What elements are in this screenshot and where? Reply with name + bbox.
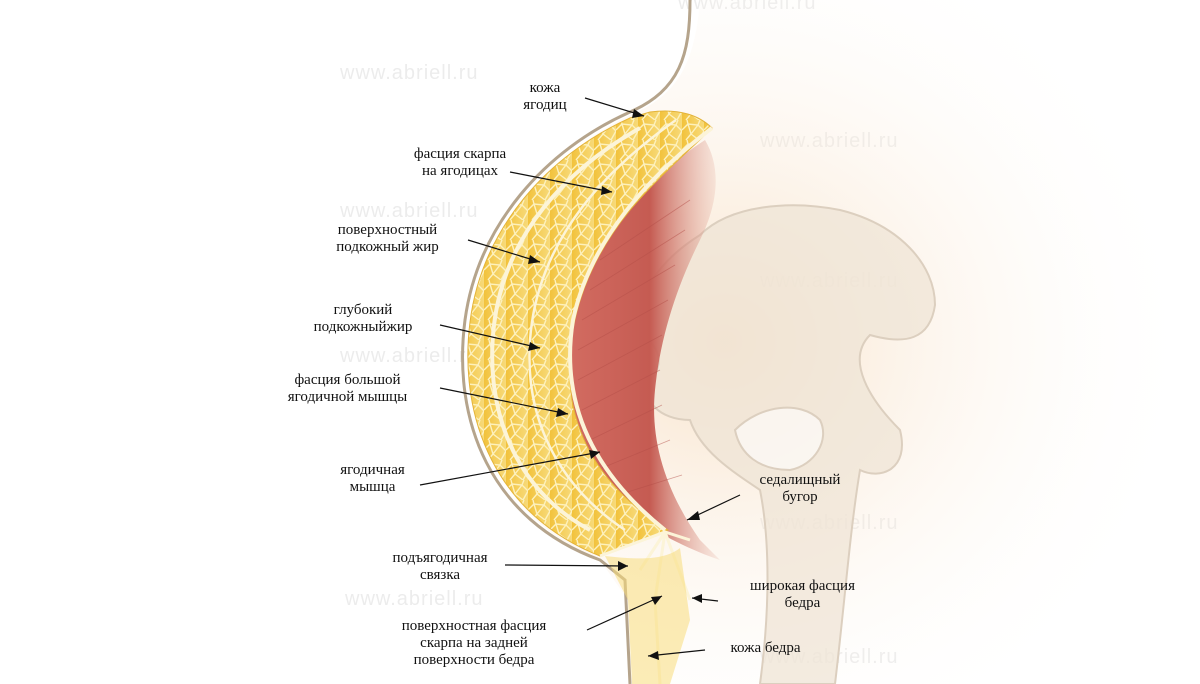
label-line: подкожный жир [336, 239, 439, 255]
scarpa-fascia-line [490, 126, 641, 532]
label-line: поверхностная фасция [401, 618, 547, 634]
label-line: фасция большой [294, 372, 401, 388]
label-deep-subcutaneous-fat: глубокий подкожныйжир [283, 302, 443, 336]
label-superficial-scarpa-fascia-thigh: поверхностная фасция скарпа на задней по… [358, 618, 590, 669]
label-line: ягодичная [340, 462, 405, 478]
gluteus-fascia-line [568, 126, 714, 532]
label-fascia-lata: широкая фасция бедра [720, 578, 885, 612]
label-skin-buttocks: кожа ягодиц [505, 80, 585, 114]
leader-arrowheads [528, 109, 702, 660]
leader-gluteus-fascia [439, 387, 569, 415]
leader-superficial-fat [467, 239, 541, 263]
label-line: широкая фасция [750, 578, 855, 594]
label-superficial-subcutaneous-fat: поверхностный подкожный жир [305, 222, 470, 256]
leader-scarpa-fascia-buttocks [509, 171, 613, 193]
label-line: глубокий [333, 302, 393, 318]
label-line: скарпа на задней [420, 635, 528, 651]
watermark: www.abriell.ru [340, 200, 479, 222]
watermark: www.abriell.ru [340, 62, 479, 84]
label-line: бугор [782, 489, 818, 505]
label-line: седалищный [759, 472, 841, 488]
label-scarpa-fascia-buttocks: фасция скарпа на ягодицах [385, 146, 535, 180]
label-line: бедра [784, 595, 821, 611]
label-subgluteal-ligament: подъягодичная связка [365, 550, 515, 584]
label-line: ягодичной мышцы [287, 389, 408, 405]
label-line: ягодиц [523, 97, 567, 113]
label-line: фасция скарпа [413, 146, 507, 162]
pelvis-bone [637, 204, 937, 684]
label-thigh-skin: кожа бедра [708, 640, 823, 657]
label-line: на ягодицах [421, 163, 499, 179]
watermark: www.abriell.ru [340, 345, 479, 367]
fat-layers [467, 110, 714, 557]
label-gluteus-maximus-fascia: фасция большой ягодичной мышцы [250, 372, 445, 406]
label-ischial-tuberosity: седалищный бугор [735, 472, 865, 506]
label-line: подъягодичная [392, 550, 488, 566]
thigh-fat [605, 548, 690, 684]
leader-scarpa-fascia-thigh [586, 595, 663, 631]
label-line: кожа бедра [730, 640, 801, 656]
deep-fat-boundary [528, 118, 677, 532]
label-line: мышца [349, 479, 396, 495]
label-line: поверхности бедра [413, 652, 535, 668]
label-line: связка [419, 567, 461, 583]
leader-subgluteal-ligament [504, 564, 629, 567]
label-line: поверхностный [337, 222, 438, 238]
label-line: кожа [529, 80, 561, 96]
leader-gluteal-muscle [419, 451, 601, 486]
label-gluteal-muscle: ягодичная мышца [320, 462, 425, 496]
leader-deep-fat [439, 324, 541, 349]
watermark: www.abriell.ru [345, 588, 484, 610]
label-line: подкожныйжир [313, 319, 413, 335]
